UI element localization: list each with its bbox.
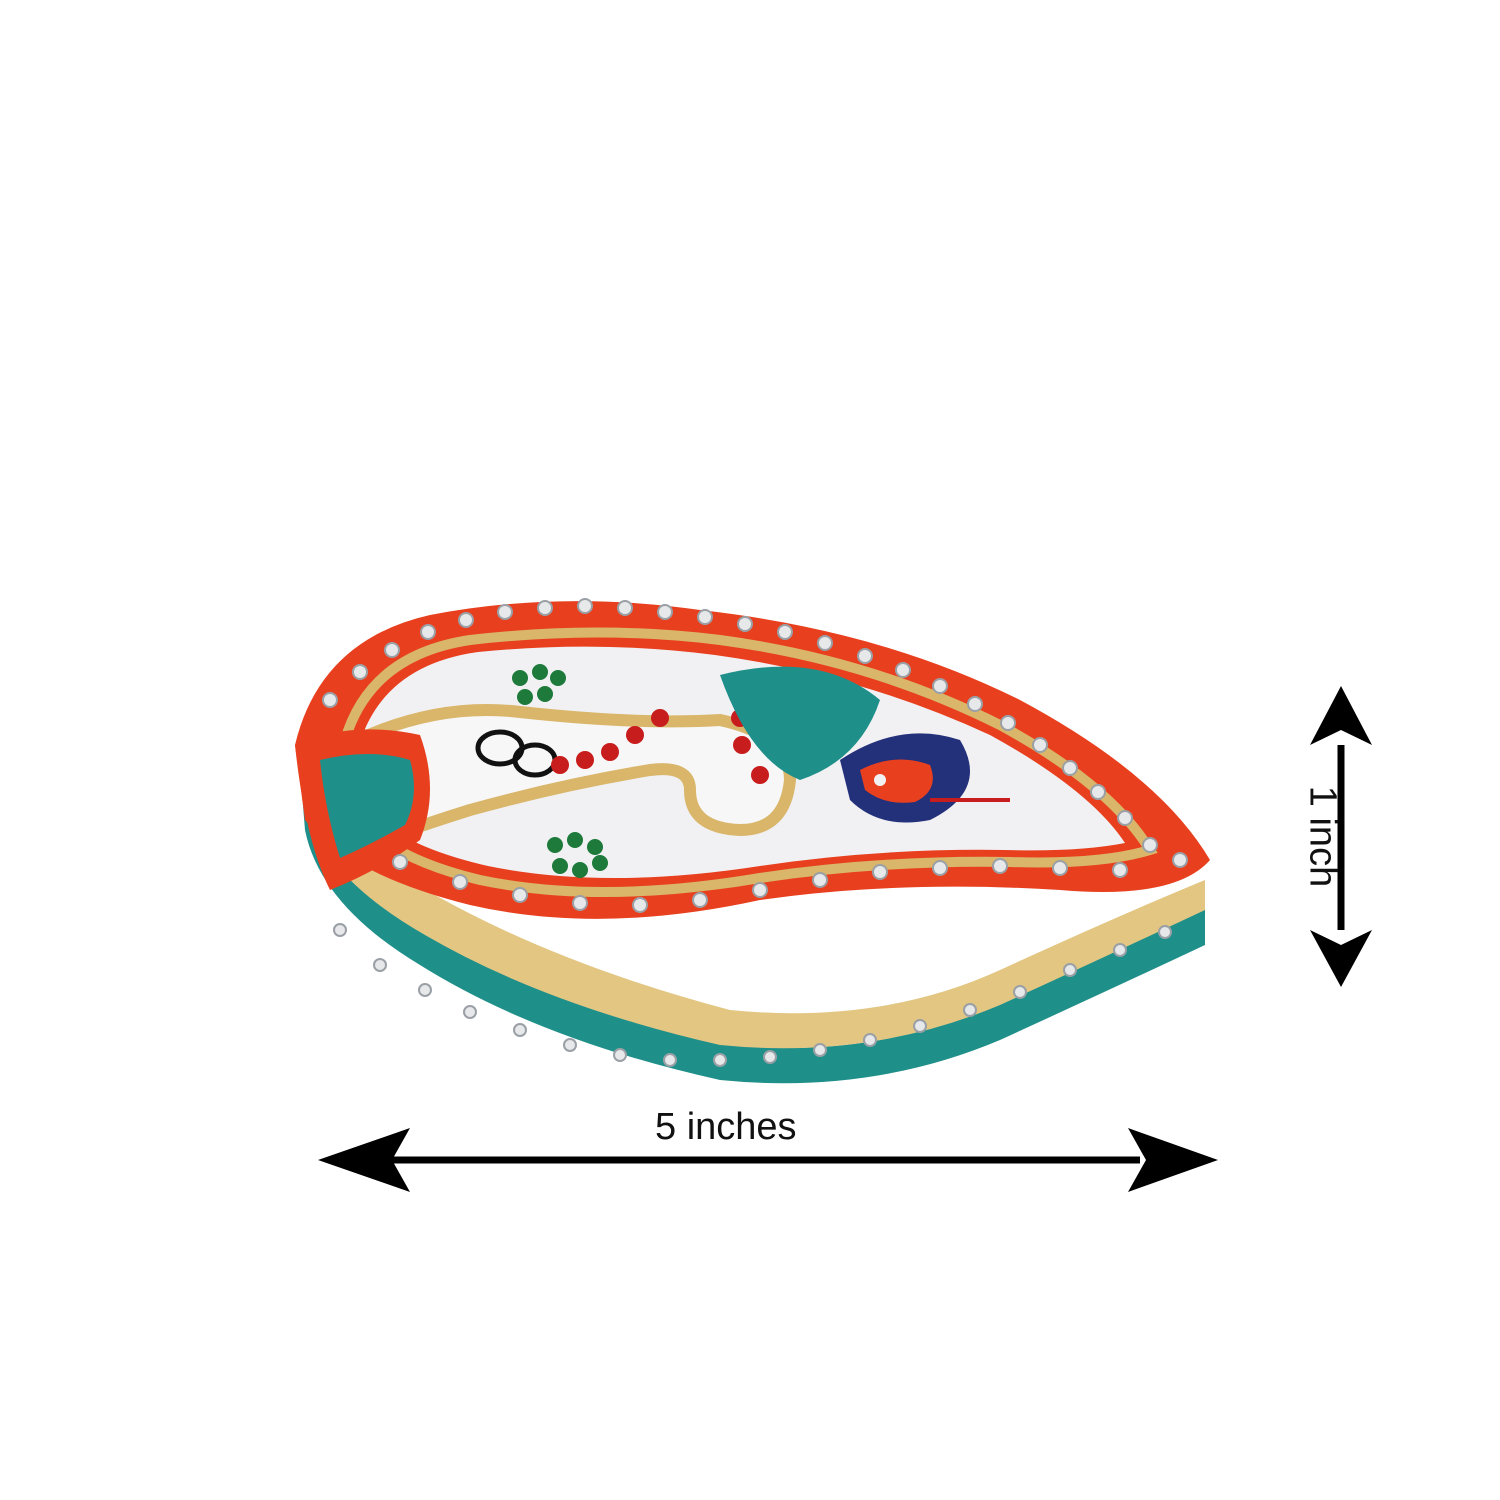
width-dimension-label: 5 inches xyxy=(655,1106,797,1148)
height-dimension-label: 1 inch xyxy=(1301,785,1344,888)
silver-stud-border xyxy=(322,598,1188,913)
box-gold-rim xyxy=(300,760,1205,1049)
ganesha-trunk-motif xyxy=(313,704,797,869)
red-stone-row xyxy=(551,709,769,784)
ganesha-ear-teal-stripe xyxy=(320,754,414,858)
silver-stud-base-row xyxy=(333,923,1172,1067)
double-headed-vertical-arrow-icon xyxy=(1310,686,1372,987)
green-stone-flower-top xyxy=(512,664,566,705)
paisley-marble-box xyxy=(295,598,1210,1084)
double-headed-horizontal-arrow-icon xyxy=(318,1128,1218,1192)
box-base-teal-band xyxy=(300,770,1205,1084)
green-stone-flower-bottom xyxy=(547,832,608,878)
peacock-painting xyxy=(720,666,1010,823)
